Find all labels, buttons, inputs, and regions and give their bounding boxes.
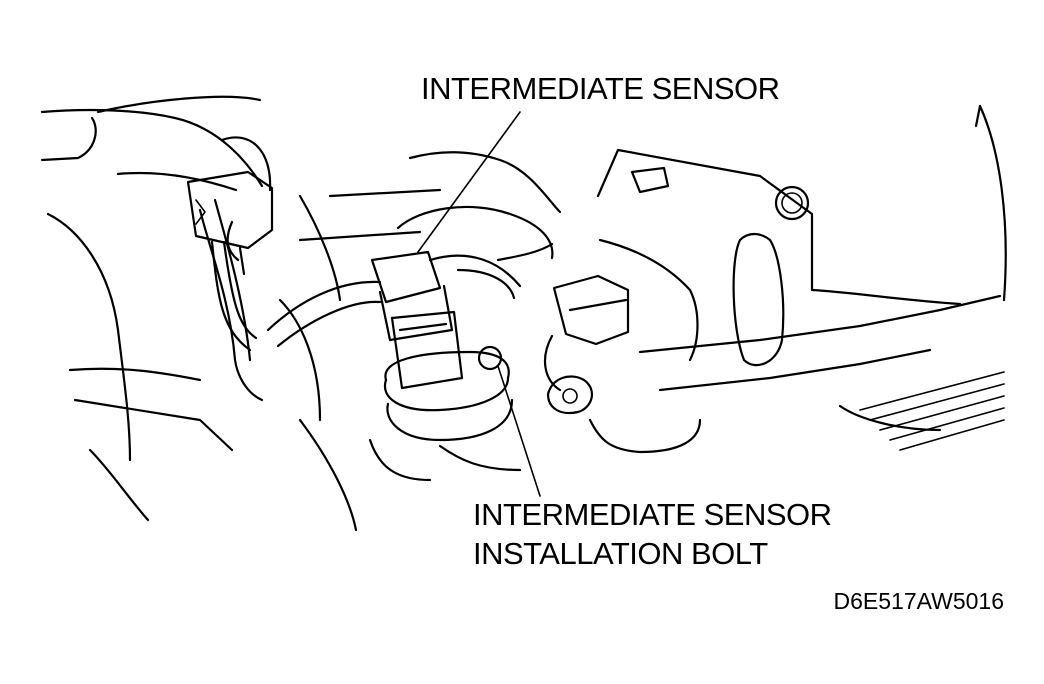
left-connector xyxy=(186,170,274,276)
sensor-assembly xyxy=(370,151,630,442)
installation-bolt-label-line2: INSTALLATION BOLT xyxy=(473,536,768,571)
hoses xyxy=(210,136,382,532)
figure-code: D6E517AW5016 xyxy=(833,588,1004,614)
left-housing xyxy=(40,95,264,522)
leader-intermediate-sensor xyxy=(417,111,521,253)
right-housing xyxy=(596,104,1007,451)
installation-bolt-label-line1: INTERMEDIATE SENSOR xyxy=(473,497,832,532)
leader-lines xyxy=(417,111,541,497)
leader-installation-bolt xyxy=(497,365,541,497)
intermediate-sensor-label: INTERMEDIATE SENSOR xyxy=(421,71,780,106)
lower-housing xyxy=(278,188,702,482)
